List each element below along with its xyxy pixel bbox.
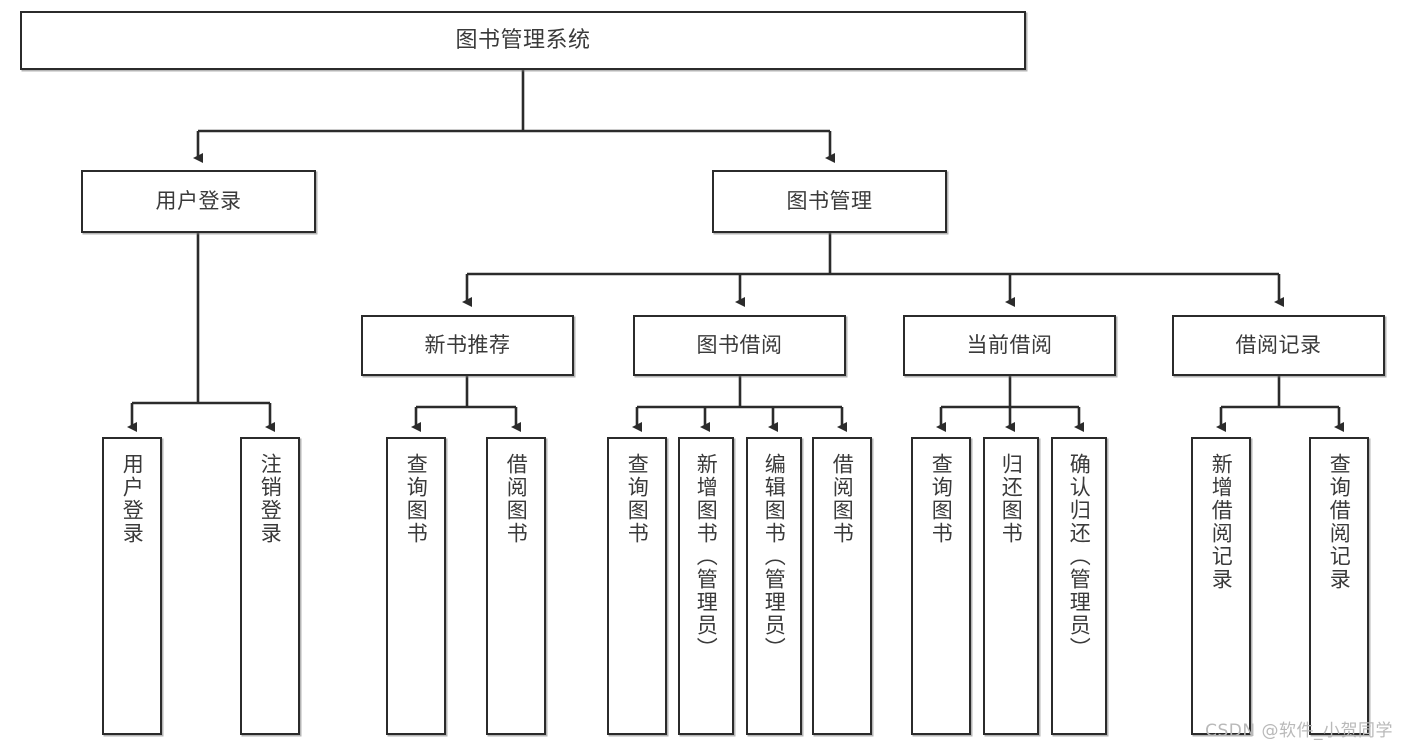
node-current-borrow[interactable]: 当前借阅 bbox=[903, 315, 1116, 376]
node-label: 当前借阅 bbox=[966, 333, 1053, 358]
node-label: 查询图书 bbox=[929, 453, 954, 545]
node-label: 查询借阅记录 bbox=[1327, 453, 1352, 591]
node-label: 确认归还（管理员） bbox=[1067, 453, 1092, 660]
node-book-borrow[interactable]: 图书借阅 bbox=[633, 315, 846, 376]
node-label: 新书推荐 bbox=[424, 333, 511, 358]
leaf-current-return-book[interactable]: 归还图书 bbox=[983, 437, 1039, 735]
leaf-borrow-query-book[interactable]: 查询图书 bbox=[607, 437, 667, 735]
leaf-newbook-query-book[interactable]: 查询图书 bbox=[386, 437, 446, 735]
leaf-borrow-edit-book[interactable]: 编辑图书（管理员） bbox=[746, 437, 802, 735]
node-label: 编辑图书（管理员） bbox=[762, 453, 787, 660]
node-label: 用户登录 bbox=[155, 189, 242, 214]
leaf-borrow-borrow-book[interactable]: 借阅图书 bbox=[812, 437, 872, 735]
node-label: 新增图书（管理员） bbox=[694, 453, 719, 660]
node-label: 借阅图书 bbox=[830, 453, 855, 545]
node-book-management[interactable]: 图书管理 bbox=[712, 170, 947, 233]
node-borrow-record[interactable]: 借阅记录 bbox=[1172, 315, 1385, 376]
node-label: 图书借阅 bbox=[696, 333, 783, 358]
node-label: 新增借阅记录 bbox=[1209, 453, 1234, 591]
node-label: 借阅记录 bbox=[1235, 333, 1322, 358]
node-label: 注销登录 bbox=[258, 453, 283, 545]
leaf-current-query-book[interactable]: 查询图书 bbox=[911, 437, 971, 735]
node-label: 查询图书 bbox=[625, 453, 650, 545]
leaf-borrow-add-book[interactable]: 新增图书（管理员） bbox=[678, 437, 734, 735]
node-label: 图书管理系统 bbox=[455, 27, 591, 53]
node-label: 用户登录 bbox=[120, 453, 145, 545]
csdn-watermark: CSDN @软件_小贺同学 bbox=[1205, 721, 1393, 741]
node-user-login[interactable]: 用户登录 bbox=[81, 170, 316, 233]
leaf-record-query-record[interactable]: 查询借阅记录 bbox=[1309, 437, 1369, 735]
node-root-system[interactable]: 图书管理系统 bbox=[20, 11, 1026, 70]
leaf-user-login[interactable]: 用户登录 bbox=[102, 437, 162, 735]
leaf-record-add-record[interactable]: 新增借阅记录 bbox=[1191, 437, 1251, 735]
leaf-user-logout[interactable]: 注销登录 bbox=[240, 437, 300, 735]
node-label: 借阅图书 bbox=[504, 453, 529, 545]
node-label: 归还图书 bbox=[999, 453, 1024, 545]
node-new-book-recommend[interactable]: 新书推荐 bbox=[361, 315, 574, 376]
node-label: 查询图书 bbox=[404, 453, 429, 545]
leaf-newbook-borrow-book[interactable]: 借阅图书 bbox=[486, 437, 546, 735]
leaf-current-confirm-return[interactable]: 确认归还（管理员） bbox=[1051, 437, 1107, 735]
node-label: 图书管理 bbox=[786, 189, 873, 214]
